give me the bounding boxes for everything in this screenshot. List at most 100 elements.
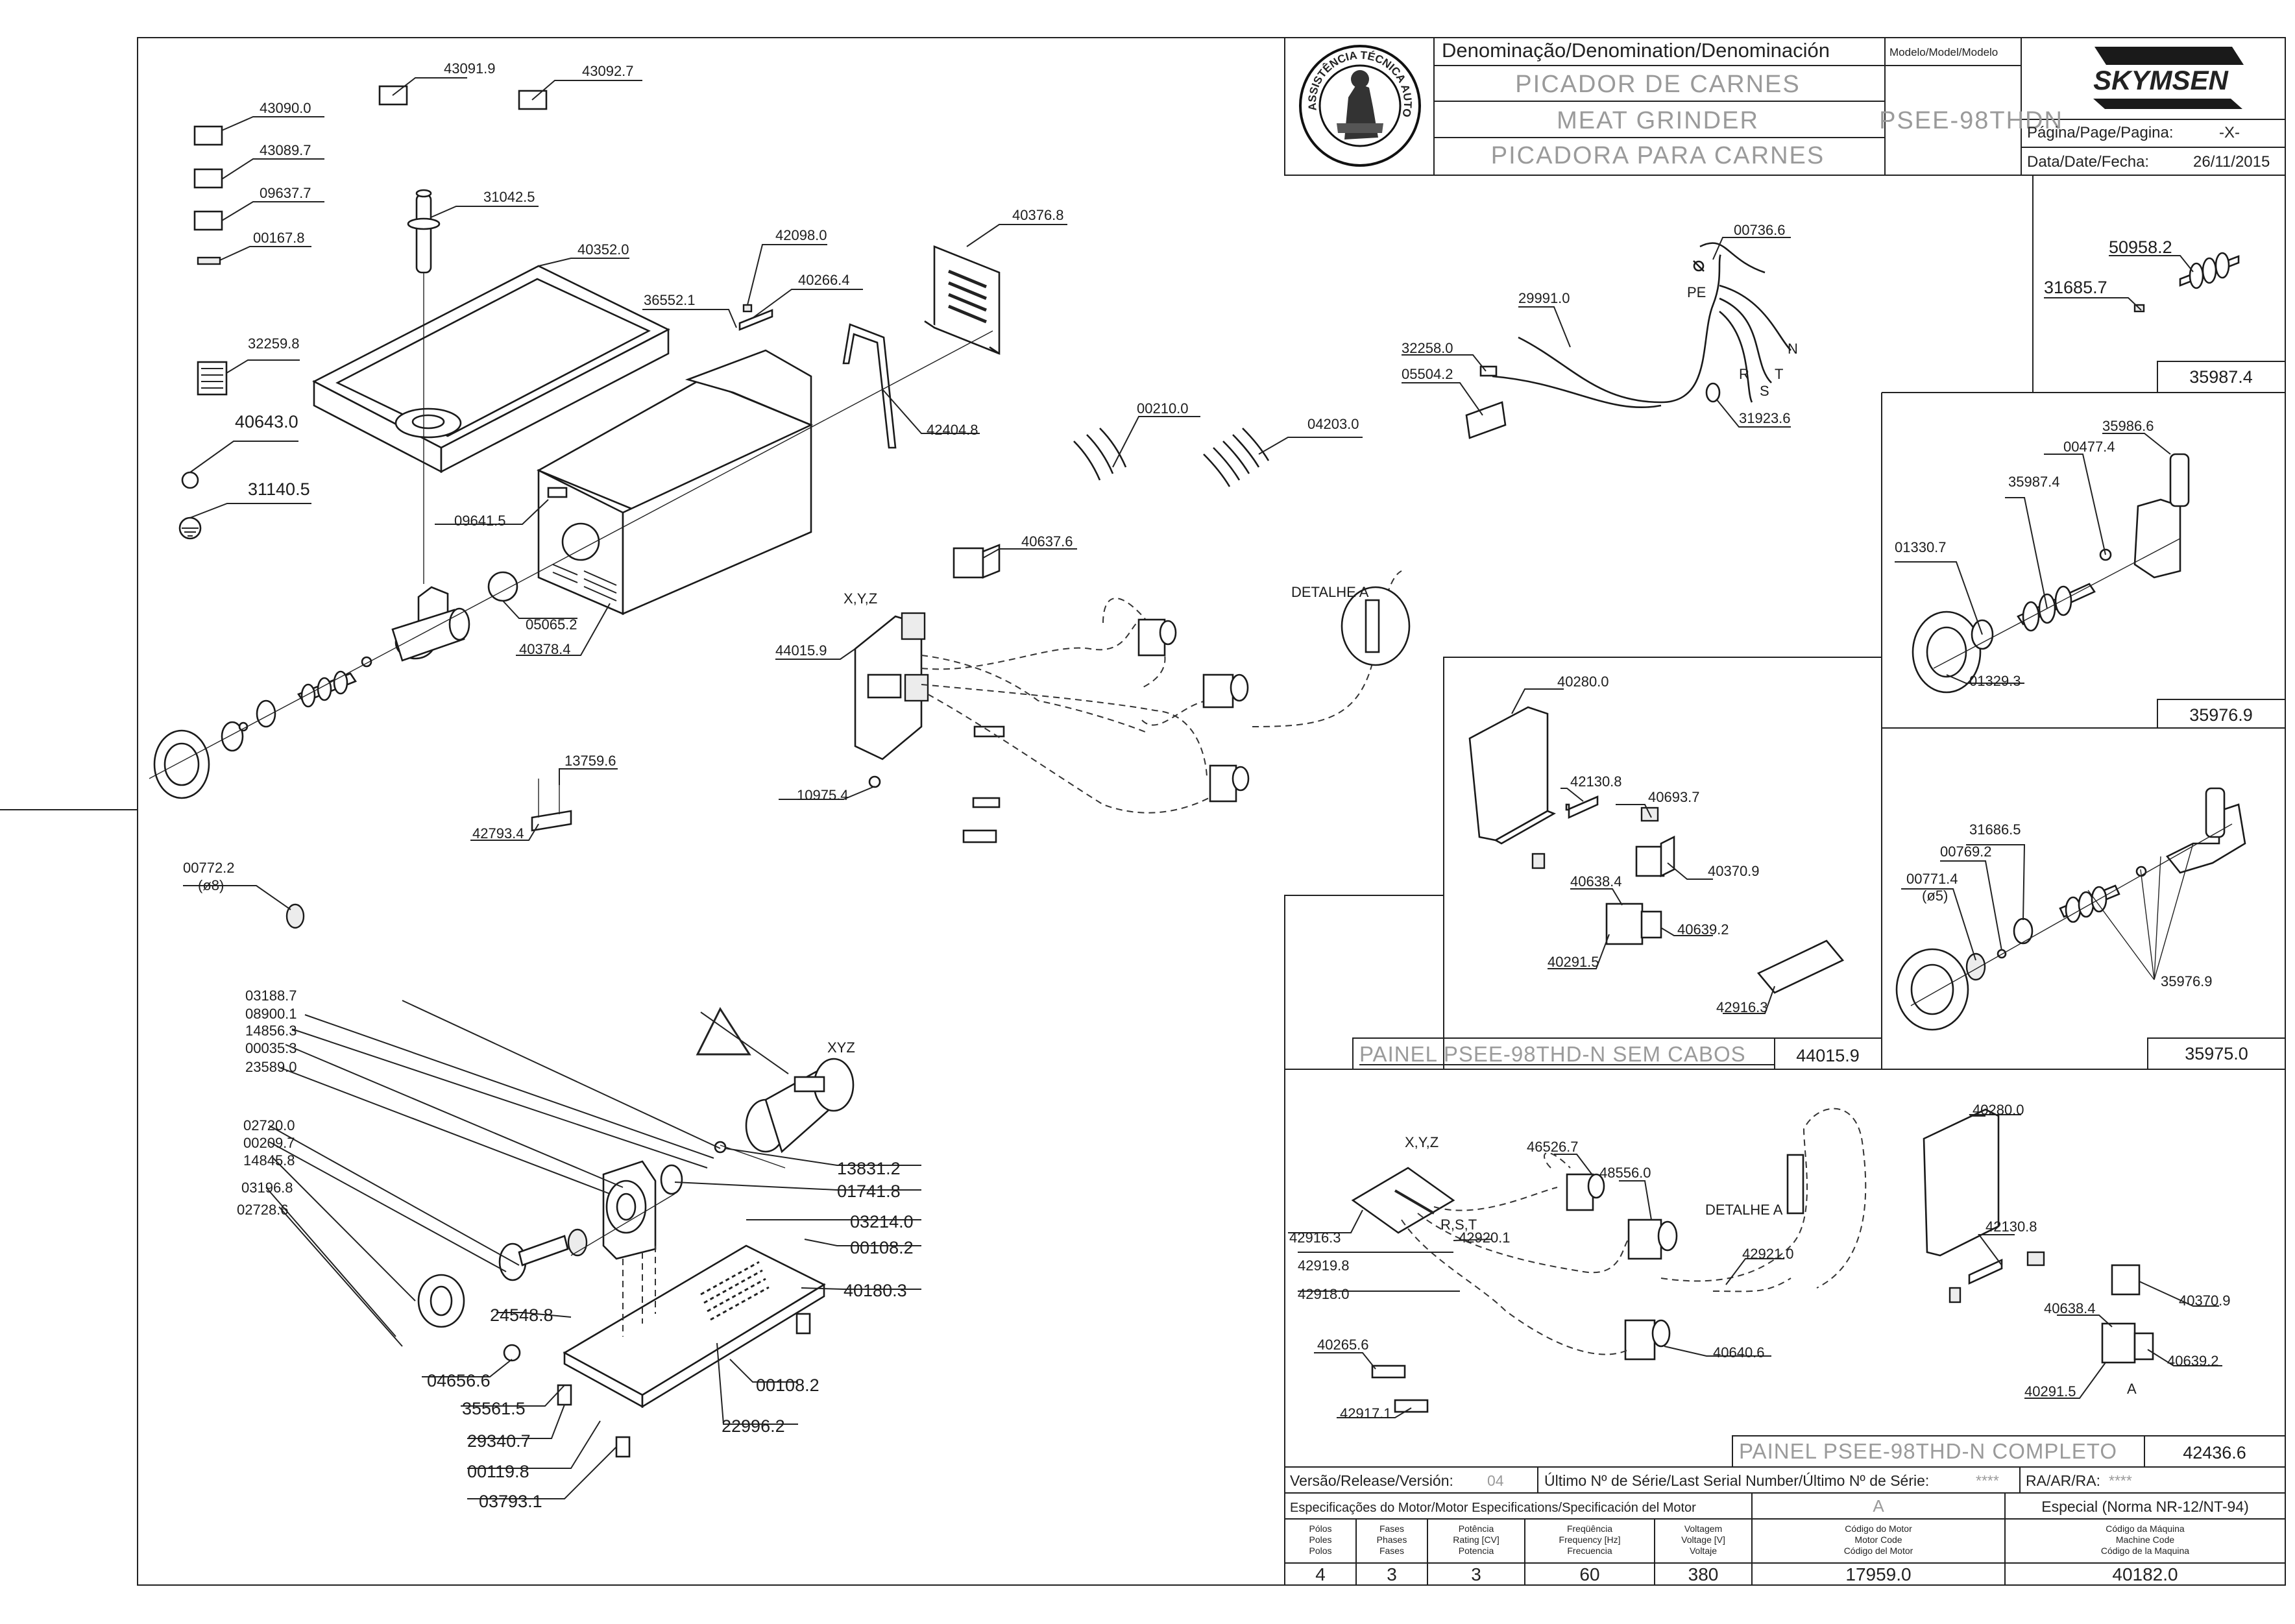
freq-value: 60	[1579, 1564, 1599, 1584]
wires-04203-0	[1203, 428, 1270, 487]
serial-value: ****	[1976, 1472, 1999, 1489]
poles-hdr-en: Poles	[1309, 1534, 1331, 1545]
label-00108-2b-text: 00108.2	[756, 1376, 820, 1395]
housing-40378-4	[537, 349, 813, 615]
b-detail-a-text: DETALHE A	[1705, 1202, 1783, 1218]
label-40291-5-text: 40291.5	[1548, 954, 1599, 970]
label-40280-0-text: 40280.0	[1557, 673, 1609, 690]
poles-hdr-es: Polos	[1309, 1545, 1331, 1556]
b-48556-0-text: 48556.0	[1599, 1165, 1651, 1181]
label-31686-5-text: 31686.5	[1969, 821, 2021, 838]
control-board-top	[854, 544, 1411, 843]
b-42920-1-text: 42920.1	[1459, 1230, 1511, 1246]
b-42921-0-text: 42921.0	[1742, 1246, 1794, 1262]
ra-value: ****	[2109, 1472, 2132, 1489]
machine-code-value: 40182.0	[2112, 1564, 2178, 1584]
power-hdr-es: Potencia	[1459, 1545, 1494, 1556]
phases-hdr-en: Phases	[1377, 1534, 1407, 1545]
serial-label: Último Nº de Série/Last Serial Number/Úl…	[1544, 1472, 1929, 1489]
pusher-31042-5	[407, 189, 441, 274]
label-00167-8-text: 00167.8	[253, 230, 305, 246]
name-en: MEAT GRINDER	[1557, 107, 1759, 134]
brand-name: SKYMSEN	[2093, 65, 2229, 95]
auger-assembly-left	[153, 656, 372, 799]
b-xyz-text: X,Y,Z	[1405, 1134, 1439, 1150]
version-value: 04	[1487, 1472, 1504, 1489]
machine-code-hdr-es: Código de la Maquina	[2101, 1545, 2189, 1556]
label-43090-0	[193, 125, 223, 146]
label-32258-0-text: 32258.0	[1402, 340, 1453, 356]
detail-a-top-text: DETALHE A	[1291, 584, 1369, 600]
b-42130-8-text: 42130.8	[1985, 1218, 2037, 1235]
label-00477-4-text: 00477.4	[2063, 439, 2115, 455]
base-plate-22996-2	[557, 1244, 826, 1458]
label-13759-6-text: 13759.6	[565, 753, 616, 769]
volt-hdr-en: Voltage [V]	[1681, 1534, 1725, 1545]
label-00108-2a-text: 00108.2	[850, 1238, 914, 1257]
b-42918-0-text: 42918.0	[1298, 1286, 1350, 1302]
label-13831-2-text: 13831.2	[837, 1159, 901, 1178]
label-02720-0-text: 02720.0	[243, 1117, 295, 1133]
panel-b-code: 42436.6	[2183, 1443, 2246, 1462]
label-03214-0-text: 03214.0	[850, 1212, 914, 1231]
b-rst-text: R,S,T	[1440, 1217, 1477, 1233]
panel-a-code: 44015.9	[1796, 1046, 1860, 1065]
box-35975-0-text: 35975.0	[2185, 1044, 2248, 1063]
motor-type: A	[1873, 1496, 1884, 1516]
mincer-35976-9	[1912, 453, 2190, 694]
panel-a-title: PAINEL PSEE-98THD-N SEM CABOS	[1359, 1042, 1746, 1066]
xyz-motor-text: XYZ	[827, 1039, 855, 1056]
label-23589-0-text: 23589.0	[245, 1059, 297, 1075]
xyz-top-text: X,Y,Z	[844, 590, 877, 607]
phases-hdr-pt: Fases	[1379, 1523, 1404, 1534]
freq-hdr-es: Frecuencia	[1567, 1545, 1612, 1556]
label-40643-0-text: 40643.0	[235, 412, 298, 431]
freq-hdr-en: Frequency [Hz]	[1559, 1534, 1621, 1545]
label-00772-2-sub: (ø8)	[198, 877, 224, 893]
b-40291-5-text: 40291.5	[2024, 1383, 2076, 1400]
gearbox	[602, 1160, 657, 1260]
label-14856-3-text: 14856.3	[245, 1023, 297, 1039]
label-50958-2-text: 50958.2	[2109, 237, 2172, 257]
label-08900-1-text: 08900.1	[245, 1006, 297, 1022]
wire-t-text: T	[1775, 366, 1783, 382]
name-pt: PICADOR DE CARNES	[1515, 71, 1800, 98]
label-40266-4-text: 40266.4	[798, 272, 850, 288]
assembly-axis-line	[149, 330, 993, 779]
b-40370-9-text: 40370.9	[2179, 1292, 2231, 1309]
poles-hdr-pt: Pólos	[1309, 1523, 1331, 1534]
label-40378-4-text: 40378.4	[519, 641, 571, 657]
model-code: PSEE-98THDN	[1879, 107, 2063, 134]
machine-code-hdr-en: Machine Code	[2116, 1534, 2174, 1545]
label-29991-0-text: 29991.0	[1518, 290, 1570, 306]
label-24548-8-text: 24548.8	[490, 1305, 553, 1325]
label-40370-9-text: 40370.9	[1708, 863, 1760, 879]
date-value: 26/11/2015	[2193, 153, 2270, 171]
top-left-assembly	[149, 85, 1270, 929]
motor-spec-label: Especificações do Motor/Motor Especifica…	[1290, 1501, 1696, 1515]
label-31685-7-text: 31685.7	[2044, 278, 2107, 297]
label-35976-9-text: 35976.9	[2161, 973, 2213, 989]
label-40639-2-text: 40639.2	[1677, 921, 1729, 938]
pe-text: PE	[1687, 284, 1706, 300]
b-40280-0-text: 40280.0	[1973, 1102, 2024, 1118]
leader-lines	[183, 77, 2222, 1499]
page-label: Página/Page/Pagina:	[2027, 124, 2174, 141]
label-36552-1-text: 36552.1	[644, 292, 696, 308]
special-label: Especial (Norma NR-12/NT-94)	[2041, 1498, 2249, 1515]
motor-code-hdr-es: Código del Motor	[1844, 1545, 1913, 1556]
skymsen-logo: SKYMSEN	[2093, 47, 2244, 109]
version-label: Versão/Release/Versión:	[1290, 1472, 1453, 1489]
label-03196-8-text: 03196.8	[241, 1180, 293, 1196]
b-46526-7-text: 46526.7	[1527, 1139, 1579, 1155]
grinder-mouth	[391, 586, 470, 662]
label-42098-0-text: 42098.0	[775, 227, 827, 243]
seal-text: ASSISTÊNCIA TÉCNICA AUTORIZADA	[0, 0, 1414, 118]
b-42916-3-text: 42916.3	[1289, 1230, 1341, 1246]
wire-n-text: N	[1788, 341, 1798, 357]
motor-code-value: 17959.0	[1845, 1564, 1911, 1584]
label-43089-7-text: 43089.7	[260, 142, 311, 158]
label-40180-3-text: 40180.3	[844, 1281, 907, 1300]
detail-a-top	[1341, 586, 1411, 666]
